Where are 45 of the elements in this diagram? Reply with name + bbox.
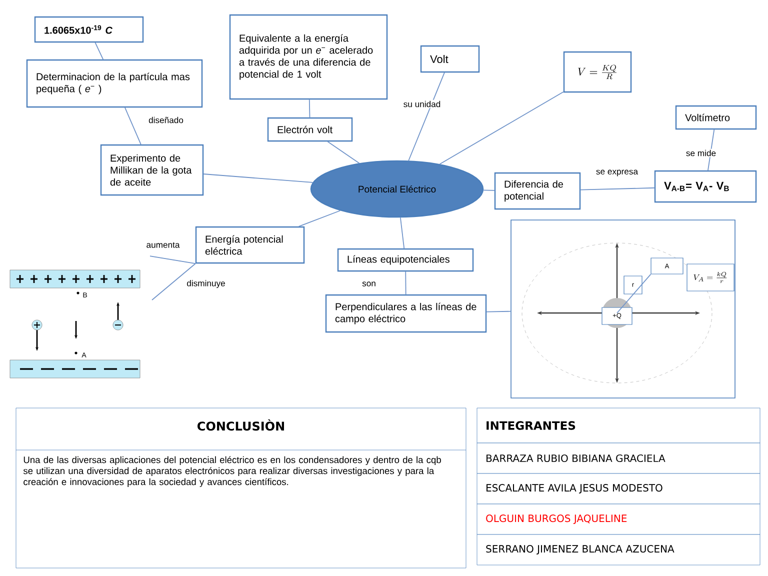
- connector-line: [298, 210, 341, 227]
- connector-line: [439, 91, 564, 165]
- table-cell: BARRAZA RUBIO BIBIANA GRACIELA: [476, 442, 760, 474]
- connector-line: [483, 190, 495, 191]
- concept-box: Líneas equipotenciales: [337, 248, 474, 272]
- edge-label: disminuye: [186, 279, 226, 289]
- table-header: INTEGRANTES: [476, 408, 760, 444]
- concept-box: Determinacion de la partícula mas pequeña ( e$^{−}$ ): [26, 59, 203, 108]
- concept-box: Energía potencial eléctrica: [195, 226, 305, 264]
- concept-box: Equivalente a la energía adquirida por un e$^{−}$ acelerado a través de una diferencia de potencial de 1 volt: [229, 14, 388, 100]
- concept-box: Diferencia de potencial: [494, 172, 581, 210]
- concept-box: Experimento de Millikan de la gota de aceite: [100, 144, 204, 196]
- concept-box: Perpendiculares a las líneas de campo eléctrico: [325, 294, 487, 333]
- diagram-frame: [510, 220, 736, 398]
- connector-line: [94, 42, 104, 60]
- members-table: [476, 408, 760, 566]
- connector-line: [400, 217, 405, 249]
- value-box: 1.6065x10$^{-19}$ C: [34, 16, 144, 43]
- concept-box: Electrón volt: [267, 117, 353, 142]
- connector-line: [405, 271, 406, 295]
- connector-line: [150, 256, 196, 264]
- connector-line: [408, 72, 445, 162]
- connector-line: [580, 187, 655, 190]
- connector-line: [616, 274, 652, 314]
- concept-box: Volt: [420, 45, 480, 73]
- edge-label: son: [361, 280, 377, 288]
- connector-line: [486, 310, 512, 312]
- edge-label: se mide: [684, 148, 718, 158]
- edge-label: se expresa: [594, 168, 640, 178]
- connector-line: [203, 174, 314, 183]
- edge-label: aumenta: [145, 241, 181, 249]
- edge-label: su unidad: [402, 100, 442, 108]
- connector-line: [327, 141, 360, 164]
- connector-line: [152, 263, 196, 300]
- formula-box: $V=\frac{KQ}{R}$: [563, 51, 632, 93]
- table-cell: ESCALANTE AVILA JESUS MODESTO: [476, 473, 760, 504]
- table-cell: OLGUIN BURGOS JAQUELINE: [476, 504, 760, 535]
- concept-box: Voltímetro: [675, 105, 757, 130]
- formula-box: $V_A=\frac{kQ}{r}$: [686, 264, 734, 292]
- table-cell: SERRANO JIMENEZ BLANCA AZUCENA: [476, 534, 760, 566]
- conclusion-box: CONCLUSIÒN Una de las diversas aplicaciones del potencial eléctrico es en los condensadores y dentro de la cqb se utilizan una diversidad de aparatos electrónicos para realizar diversas investigaciones y para la creación e innovaciones para la sociedad y avances científicos.: [16, 408, 466, 568]
- edge-label: diseñado: [148, 116, 184, 124]
- formula-box: V$_{A-B}$= V$_{A}$- V$_{B}$: [654, 170, 757, 203]
- connector-line: [308, 99, 310, 118]
- connector-line: [124, 107, 142, 145]
